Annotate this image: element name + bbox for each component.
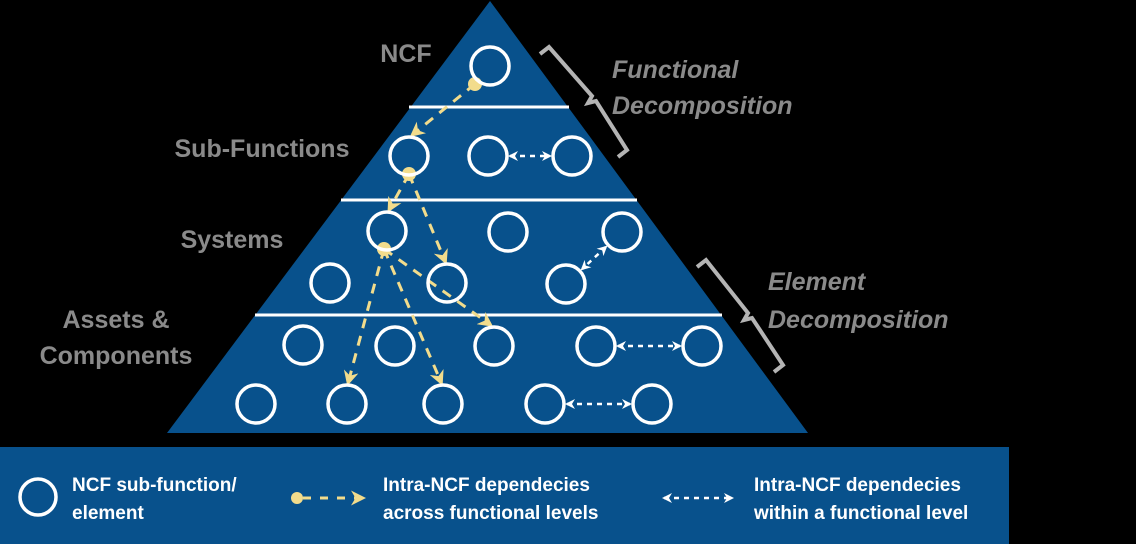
legend-node-line2: element xyxy=(72,503,144,524)
functional-decomposition-label-line2: Decomposition xyxy=(612,92,793,120)
legend-cross-line1: Intra-NCF dependecies xyxy=(383,475,590,496)
cross-level-dependency-arrow xyxy=(343,248,386,386)
node-systems xyxy=(601,211,643,253)
node-systems xyxy=(366,210,408,252)
node-assets xyxy=(326,383,368,425)
cross-level-dependency-arrow xyxy=(382,248,444,386)
level-label-sub-functions: Sub-Functions xyxy=(175,135,350,163)
legend-cross-line2: across functional levels xyxy=(383,503,598,524)
functional-decomposition-bracket xyxy=(538,44,630,159)
legend-background xyxy=(0,447,1009,544)
element-decomposition-bracket xyxy=(695,257,786,374)
node-assets xyxy=(681,325,723,367)
nodes xyxy=(235,45,723,425)
node-systems xyxy=(426,262,468,304)
node-systems xyxy=(309,262,351,304)
element-decomposition-label-line1: Element xyxy=(768,268,867,296)
legend: NCF sub-function/ element Intra-NCF depe… xyxy=(0,447,1009,544)
level-labels: NCF Sub-Functions Systems Assets & Compo… xyxy=(40,40,432,370)
node-sub-functions xyxy=(551,135,593,177)
dashed-dot-arrow-icon xyxy=(291,490,366,506)
cross-level-dependency-arrow xyxy=(409,82,476,137)
circle-icon xyxy=(18,477,58,517)
level-label-assets-line1: Assets & xyxy=(63,306,170,334)
node-systems xyxy=(545,263,587,305)
within-level-dependencies xyxy=(508,151,682,409)
node-systems xyxy=(487,211,529,253)
cross-level-dependencies xyxy=(343,77,494,386)
node-assets xyxy=(473,325,515,367)
functional-decomposition-label-line1: Functional xyxy=(612,56,739,84)
node-sub-functions xyxy=(467,135,509,177)
node-sub-functions xyxy=(388,135,430,177)
legend-node-line1: NCF sub-function/ xyxy=(72,475,237,496)
pyramid xyxy=(167,1,808,433)
node-assets xyxy=(524,383,566,425)
legend-within-line2: within a functional level xyxy=(753,503,968,524)
cross-level-dependency-arrow xyxy=(383,247,494,327)
cross-level-dependency-arrow xyxy=(407,173,448,265)
level-label-assets-line2: Components xyxy=(40,342,193,370)
node-assets xyxy=(631,383,673,425)
node-assets xyxy=(282,324,324,366)
node-ncf xyxy=(469,45,511,87)
element-decomposition-label-line2: Decomposition xyxy=(768,306,949,334)
node-assets xyxy=(235,383,277,425)
level-label-systems: Systems xyxy=(181,226,284,254)
decomposition-labels: Functional Decomposition Element Decompo… xyxy=(612,56,949,334)
node-assets xyxy=(374,325,416,367)
node-assets xyxy=(575,325,617,367)
legend-within-line1: Intra-NCF dependecies xyxy=(754,475,961,496)
node-assets xyxy=(422,383,464,425)
level-label-ncf: NCF xyxy=(380,40,431,68)
